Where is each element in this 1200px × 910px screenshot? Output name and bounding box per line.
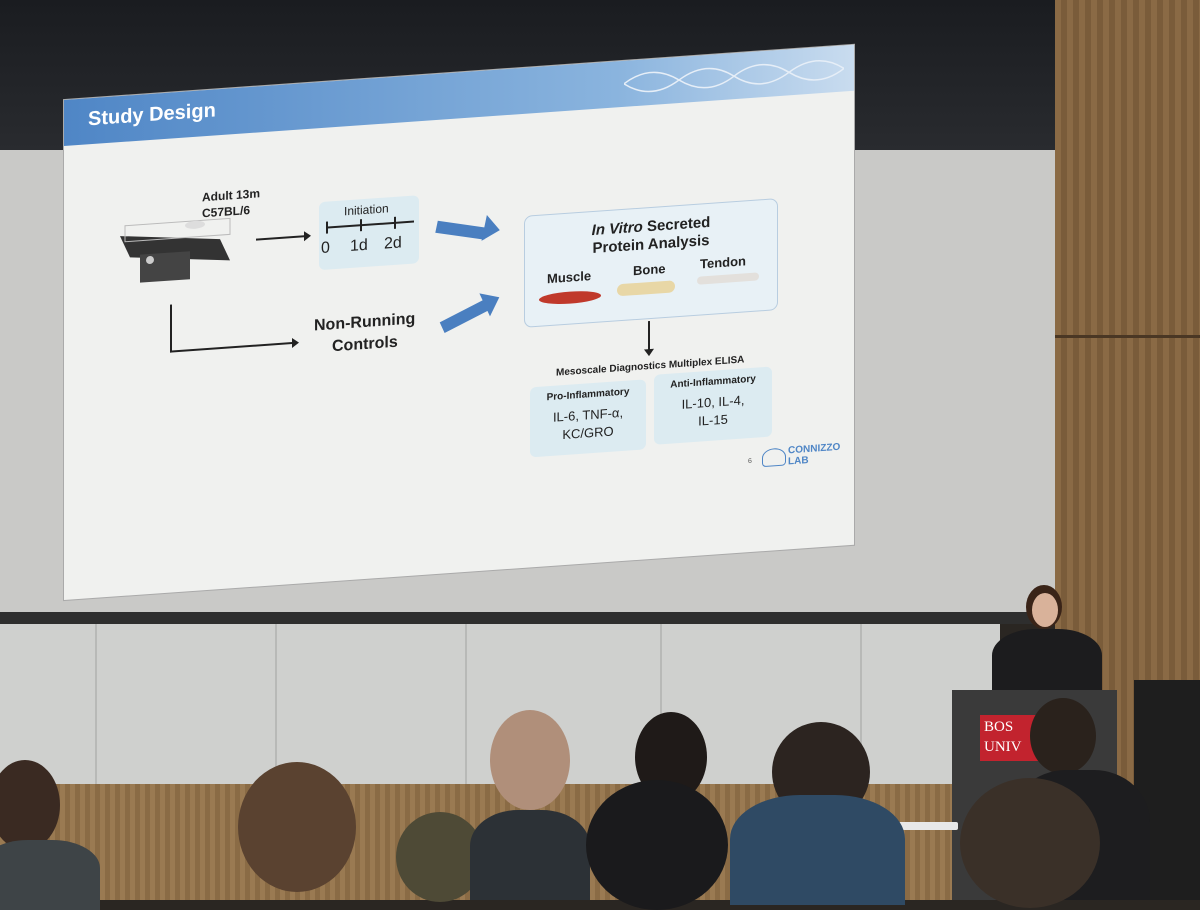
slide-header-bar: Study Design <box>64 44 854 146</box>
lab-logo-line1: CONNIZZO <box>788 441 841 457</box>
anti-inflammatory-box: Anti-Inflammatory IL-10, IL-4, IL-15 <box>654 366 772 445</box>
treadmill-icon <box>120 217 231 283</box>
arrow-down <box>648 321 650 352</box>
slide-title: Study Design <box>88 99 216 131</box>
muscle-icon <box>539 289 601 306</box>
connector-vertical <box>170 304 172 353</box>
controls-label-line2: Controls <box>332 333 398 356</box>
lab-logo-line2: LAB <box>788 454 809 468</box>
timeline-tick <box>394 216 396 229</box>
connector-horizontal <box>170 341 294 353</box>
blue-arrowhead-icon <box>481 215 503 244</box>
tissue-label-muscle: Muscle <box>547 268 592 287</box>
audience <box>0 698 1200 910</box>
subject-strain-label: C57BL/6 <box>202 202 251 221</box>
pro-inflammatory-box: Pro-Inflammatory IL-6, TNF-α, KC/GRO <box>530 379 646 458</box>
slide-page-number: 6 <box>748 457 752 466</box>
screen-bottom-bar <box>0 612 1075 624</box>
bone-icon <box>617 280 675 297</box>
arrowhead-icon <box>292 337 299 349</box>
tissue-label-bone: Bone <box>633 260 666 279</box>
blue-arrow-right <box>439 298 491 334</box>
timeline-tick-label: 2d <box>384 234 402 253</box>
timeline-tick-label: 1d <box>350 236 368 256</box>
arrowhead-icon <box>644 348 654 357</box>
podium-sign-line2: UNIV <box>984 739 1022 755</box>
side-table <box>888 822 958 830</box>
arrowhead-icon <box>304 230 311 242</box>
arrow-to-timeline <box>256 235 306 241</box>
blue-arrow-right <box>435 220 487 240</box>
podium-sign-line1: BOS <box>984 719 1014 735</box>
tissue-label-tendon: Tendon <box>700 253 746 272</box>
protein-analysis-box: In Vitro Secreted Protein Analysis Muscl… <box>524 198 778 328</box>
tendon-icon <box>697 272 759 285</box>
timeline-tick-label: 0 <box>321 239 330 258</box>
lab-logo-icon <box>762 447 786 468</box>
dna-helix-icon <box>624 60 844 93</box>
pro-inflammatory-heading: Pro-Inflammatory <box>546 386 630 404</box>
presentation-slide: Study Design Adult 13m C57BL/6 Initiatio… <box>64 44 854 601</box>
controls-label-line1: Non-Running <box>314 310 416 335</box>
subject-age-label: Adult 13m <box>202 186 261 205</box>
speaker <box>992 585 1102 695</box>
anti-inflammatory-heading: Anti-Inflammatory <box>670 373 756 391</box>
timeline-tick <box>360 219 362 232</box>
timeline-tick <box>326 221 328 234</box>
